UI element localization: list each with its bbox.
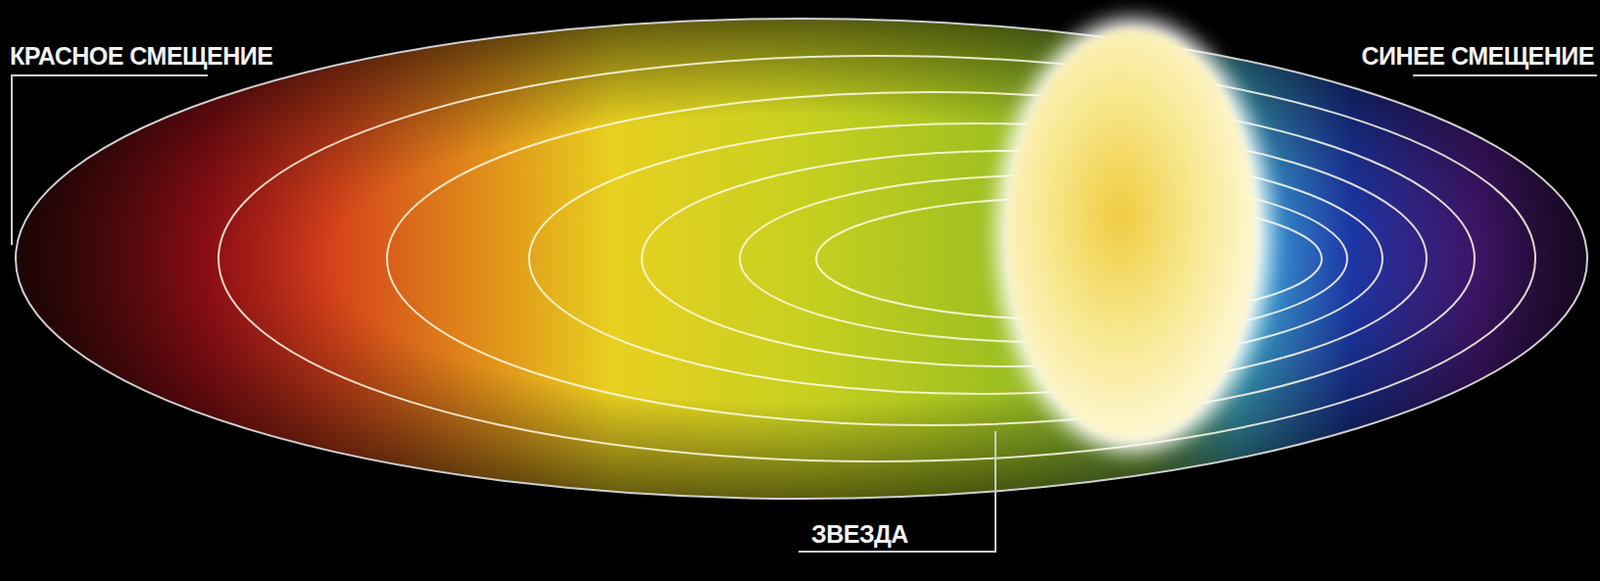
red-shift-label: КРАСНОЕ СМЕЩЕНИЕ <box>9 41 273 71</box>
blue-shift-label: СИНЕЕ СМЕЩЕНИЕ <box>1361 41 1595 71</box>
star-label: ЗВЕЗДА <box>811 519 909 549</box>
